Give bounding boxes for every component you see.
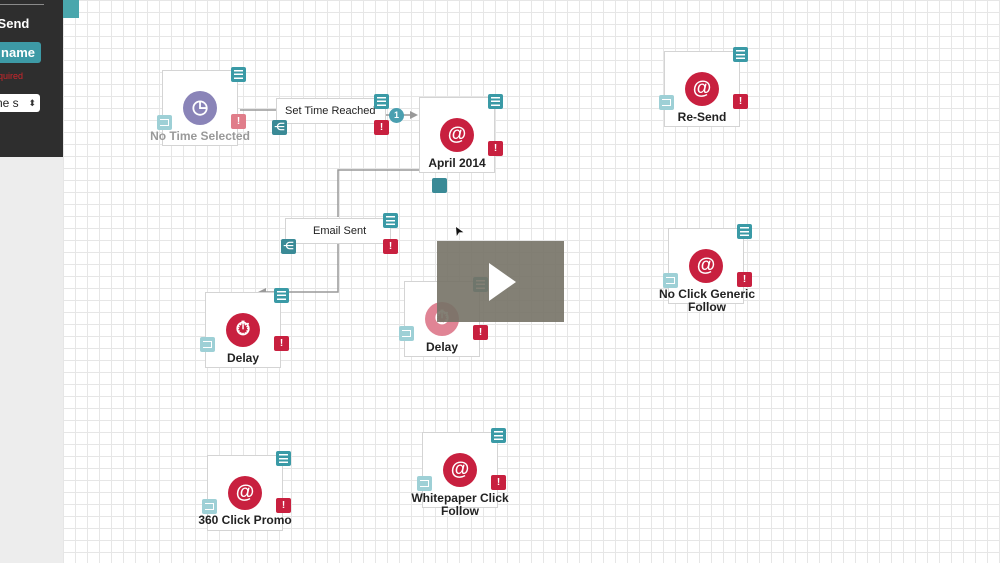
alert-icon[interactable]: ! — [276, 498, 291, 513]
node-label: 360 Click Promo — [198, 513, 292, 527]
alert-icon[interactable]: ! — [383, 239, 398, 254]
alert-icon[interactable]: ! — [231, 114, 246, 129]
connector-port-icon[interactable] — [157, 115, 172, 130]
trigger-menu-icon[interactable] — [374, 94, 389, 109]
connector-port-icon[interactable] — [659, 95, 674, 110]
node-no-click-generic-follow[interactable]: @ — [668, 228, 744, 304]
node-menu-icon[interactable] — [488, 94, 503, 109]
email-icon: @ — [228, 476, 262, 510]
trigger-menu-icon[interactable] — [383, 213, 398, 228]
connector-port-icon[interactable] — [200, 337, 215, 352]
trigger-set-time-reached[interactable]: Set Time Reached — [276, 98, 386, 124]
stopwatch-icon: ⏱ — [226, 313, 260, 347]
node-menu-icon[interactable] — [231, 67, 246, 82]
alert-icon[interactable]: ! — [274, 336, 289, 351]
alert-icon[interactable]: ! — [737, 272, 752, 287]
count-badge: 1 — [389, 108, 404, 123]
node-360-click-promo[interactable]: @ — [207, 455, 283, 531]
video-play-button[interactable] — [437, 241, 564, 322]
timezone-select[interactable]: ne s ⬍ — [0, 94, 40, 112]
connector-port-icon[interactable] — [417, 476, 432, 491]
alert-icon[interactable]: ! — [491, 475, 506, 490]
alert-icon[interactable]: ! — [473, 325, 488, 340]
alert-icon[interactable]: ! — [733, 94, 748, 109]
canvas-tab[interactable] — [63, 0, 79, 18]
node-label: Re-Send — [677, 110, 727, 124]
node-menu-icon[interactable] — [733, 47, 748, 62]
node-re-send[interactable]: @ — [664, 51, 740, 127]
node-label: April 2014 — [428, 156, 486, 170]
alert-icon[interactable]: ! — [374, 120, 389, 135]
node-delay-1[interactable]: ⏱ — [205, 292, 281, 368]
sidebar-divider — [0, 4, 44, 5]
node-menu-icon[interactable] — [491, 428, 506, 443]
node-april-2014[interactable]: @ — [419, 97, 495, 173]
split-icon[interactable]: ⋲ — [272, 120, 287, 135]
node-menu-icon[interactable] — [276, 451, 291, 466]
sidebar-panel: e-Send name required ne s ⬍ — [0, 0, 63, 157]
campaign-title: e-Send — [0, 16, 30, 31]
alert-icon[interactable]: ! — [488, 141, 503, 156]
node-label: No Time Selected — [150, 129, 250, 143]
name-button[interactable]: name — [0, 42, 41, 63]
connector-port-icon[interactable] — [663, 273, 678, 288]
email-icon: @ — [440, 118, 474, 152]
email-icon: @ — [685, 72, 719, 106]
select-arrow-icon: ⬍ — [28, 98, 36, 108]
node-menu-icon[interactable] — [737, 224, 752, 239]
node-label: Whitepaper Click Follow — [411, 491, 509, 518]
node-no-time-selected[interactable]: ◷ — [162, 70, 238, 146]
select-value: ne s — [0, 96, 19, 110]
node-menu-icon[interactable] — [274, 288, 289, 303]
trigger-email-sent[interactable]: Email Sent — [285, 218, 391, 244]
sidebar: e-Send name required ne s ⬍ — [0, 0, 63, 563]
validation-error: required — [0, 71, 24, 81]
node-label: Delay — [425, 340, 459, 354]
email-icon: @ — [443, 453, 477, 487]
split-icon[interactable]: ⋲ — [281, 239, 296, 254]
email-icon: @ — [689, 249, 723, 283]
connector-port-icon[interactable] — [399, 326, 414, 341]
connector-port-icon[interactable] — [202, 499, 217, 514]
connector-port-icon[interactable] — [432, 178, 447, 193]
node-label: No Click Generic Follow — [658, 287, 756, 314]
node-label: Delay — [226, 351, 260, 365]
node-whitepaper-click-follow[interactable]: @ — [422, 432, 498, 508]
clock-icon: ◷ — [183, 91, 217, 125]
